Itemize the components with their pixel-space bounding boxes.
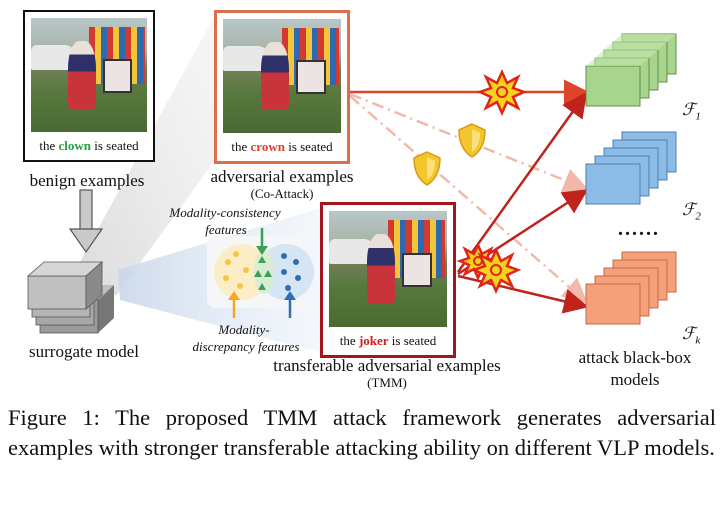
co-attack-caption: the crown is seated: [217, 139, 347, 155]
arrow-tmm-fk: [457, 274, 589, 314]
tmm-image-frame: the joker is seated: [320, 202, 456, 358]
benign-image-frame: the clown is seated: [23, 10, 155, 162]
black-box-label-line2: models: [610, 370, 660, 389]
model-stack-f1: [585, 33, 677, 107]
co-attack-photo: [223, 19, 341, 133]
co-attack-label: adversarial examples: [210, 167, 354, 186]
surrogate-label: surrogate model: [29, 342, 139, 361]
black-box-label-line1: attack black-box: [578, 348, 692, 367]
co-attack-sublabel: (Co-Attack): [250, 186, 314, 201]
discrepancy-dots-yellow: [223, 251, 249, 289]
caption-keyword: clown: [58, 138, 91, 153]
discrepancy-dots-blue: [281, 253, 301, 291]
tmm-label: transferable adversarial examples: [273, 356, 501, 375]
caption-keyword: joker: [358, 333, 389, 348]
down-arrow-icon: [68, 189, 104, 254]
co-attack-image-frame: the crown is seated: [214, 10, 350, 164]
benign-caption: the clown is seated: [25, 138, 153, 154]
explosion-icon: [470, 246, 522, 295]
consistency-triangles-green: [254, 256, 272, 290]
model-fk-label: ℱk: [682, 324, 701, 347]
shield-icon: [413, 151, 441, 186]
feature-panel: [207, 228, 314, 318]
caption-keyword: crown: [250, 139, 285, 154]
model-f2-label: ℱ2: [682, 200, 701, 223]
arrow-co-attack-fk: [349, 95, 588, 304]
benign-label: benign examples: [29, 171, 145, 190]
tmm-caption: the joker is seated: [323, 333, 453, 349]
model-f1-label: ℱ1: [682, 100, 701, 123]
tmm-photo: [329, 211, 447, 327]
consistency-label-line1: Modality-consistency: [169, 205, 281, 220]
consistency-label-line2: features: [205, 222, 247, 237]
discrepancy-label-line1: Modality-: [218, 322, 270, 337]
discrepancy-label-line2: discrepancy features: [192, 339, 300, 354]
surrogate-model-cubes: [26, 261, 114, 334]
model-stack-fk: [585, 251, 677, 325]
diagram-canvas: [26, 15, 677, 355]
explosion-icon: [476, 68, 528, 117]
figure-caption: Figure 1: The proposed TMM attack framew…: [8, 405, 716, 460]
benign-photo: [31, 18, 147, 132]
model-ellipsis: ......: [618, 218, 660, 240]
arrow-tmm-f1: [456, 91, 587, 273]
tmm-sublabel: (TMM): [367, 375, 407, 390]
shield-icon: [458, 123, 486, 158]
model-stack-f2: [585, 131, 677, 205]
